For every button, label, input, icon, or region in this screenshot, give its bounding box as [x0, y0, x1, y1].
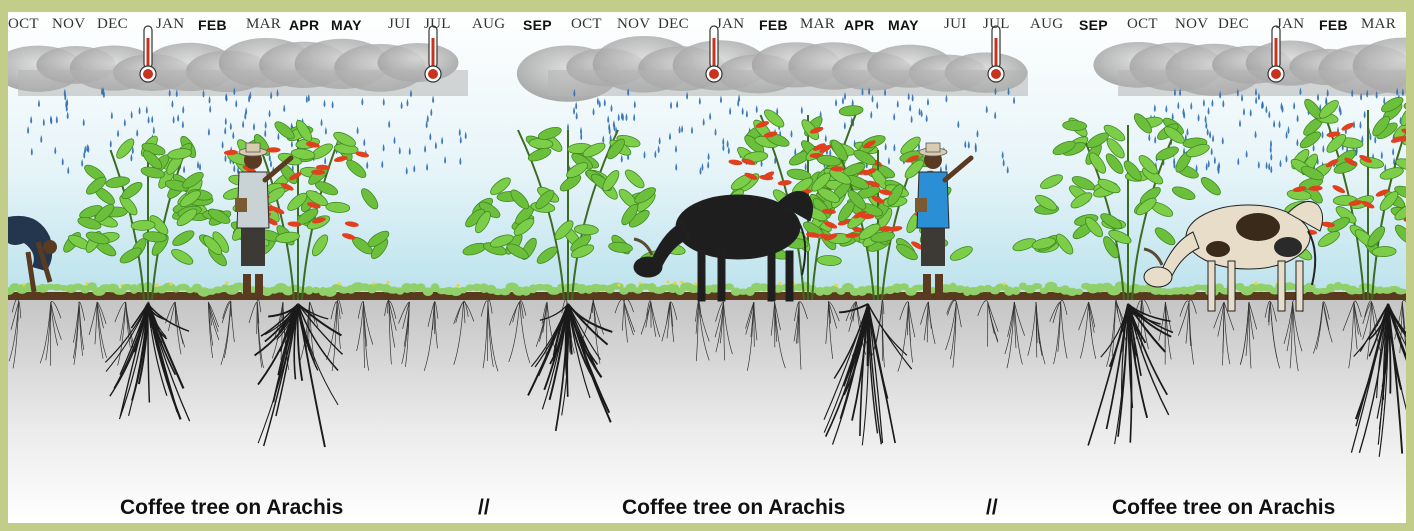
month-label: AUG — [1030, 16, 1063, 33]
month-label: OCT — [571, 16, 602, 33]
month-label: JAN — [1276, 16, 1304, 33]
month-label: APR — [289, 17, 319, 33]
caption-right: Coffee tree on Arachis — [1112, 496, 1335, 520]
caption-left: Coffee tree on Arachis — [120, 496, 343, 520]
month-label: NOV — [617, 16, 650, 33]
month-label: NOV — [1175, 16, 1208, 33]
month-label: APR — [844, 17, 874, 33]
month-label: DEC — [1218, 16, 1249, 33]
month-label: JUI — [944, 16, 967, 33]
month-label: OCT — [1127, 16, 1158, 33]
separator-2: // — [986, 496, 998, 520]
month-label: JUI — [388, 16, 411, 33]
agroforestry-scene — [8, 12, 1406, 523]
month-label: SEP — [523, 17, 552, 33]
diagram-panel: OCT NOV DEC JAN FEB MAR APR MAY JUI JUL AUG SEP OCT N… — [8, 12, 1406, 523]
month-label: MAR — [800, 16, 835, 33]
month-label: JAN — [716, 16, 744, 33]
month-label: JAN — [156, 16, 184, 33]
caption-middle: Coffee tree on Arachis — [622, 496, 845, 520]
month-label: FEB — [1319, 17, 1348, 33]
month-label: AUG — [472, 16, 505, 33]
month-label: OCT — [8, 16, 39, 33]
month-label: NOV — [52, 16, 85, 33]
separator-1: // — [478, 496, 490, 520]
month-label: MAY — [888, 17, 919, 33]
cloud-icon — [8, 38, 468, 96]
month-label: DEC — [97, 16, 128, 33]
month-label: FEB — [759, 17, 788, 33]
month-label: JUL — [983, 16, 1010, 33]
month-label: JUL — [424, 16, 451, 33]
month-label: SEP — [1079, 17, 1108, 33]
month-label: DEC — [658, 16, 689, 33]
cloud-icon — [1093, 38, 1406, 96]
month-label: MAR — [1361, 16, 1396, 33]
month-label: MAY — [331, 17, 362, 33]
month-label: FEB — [198, 17, 227, 33]
month-label: MAR — [246, 16, 281, 33]
